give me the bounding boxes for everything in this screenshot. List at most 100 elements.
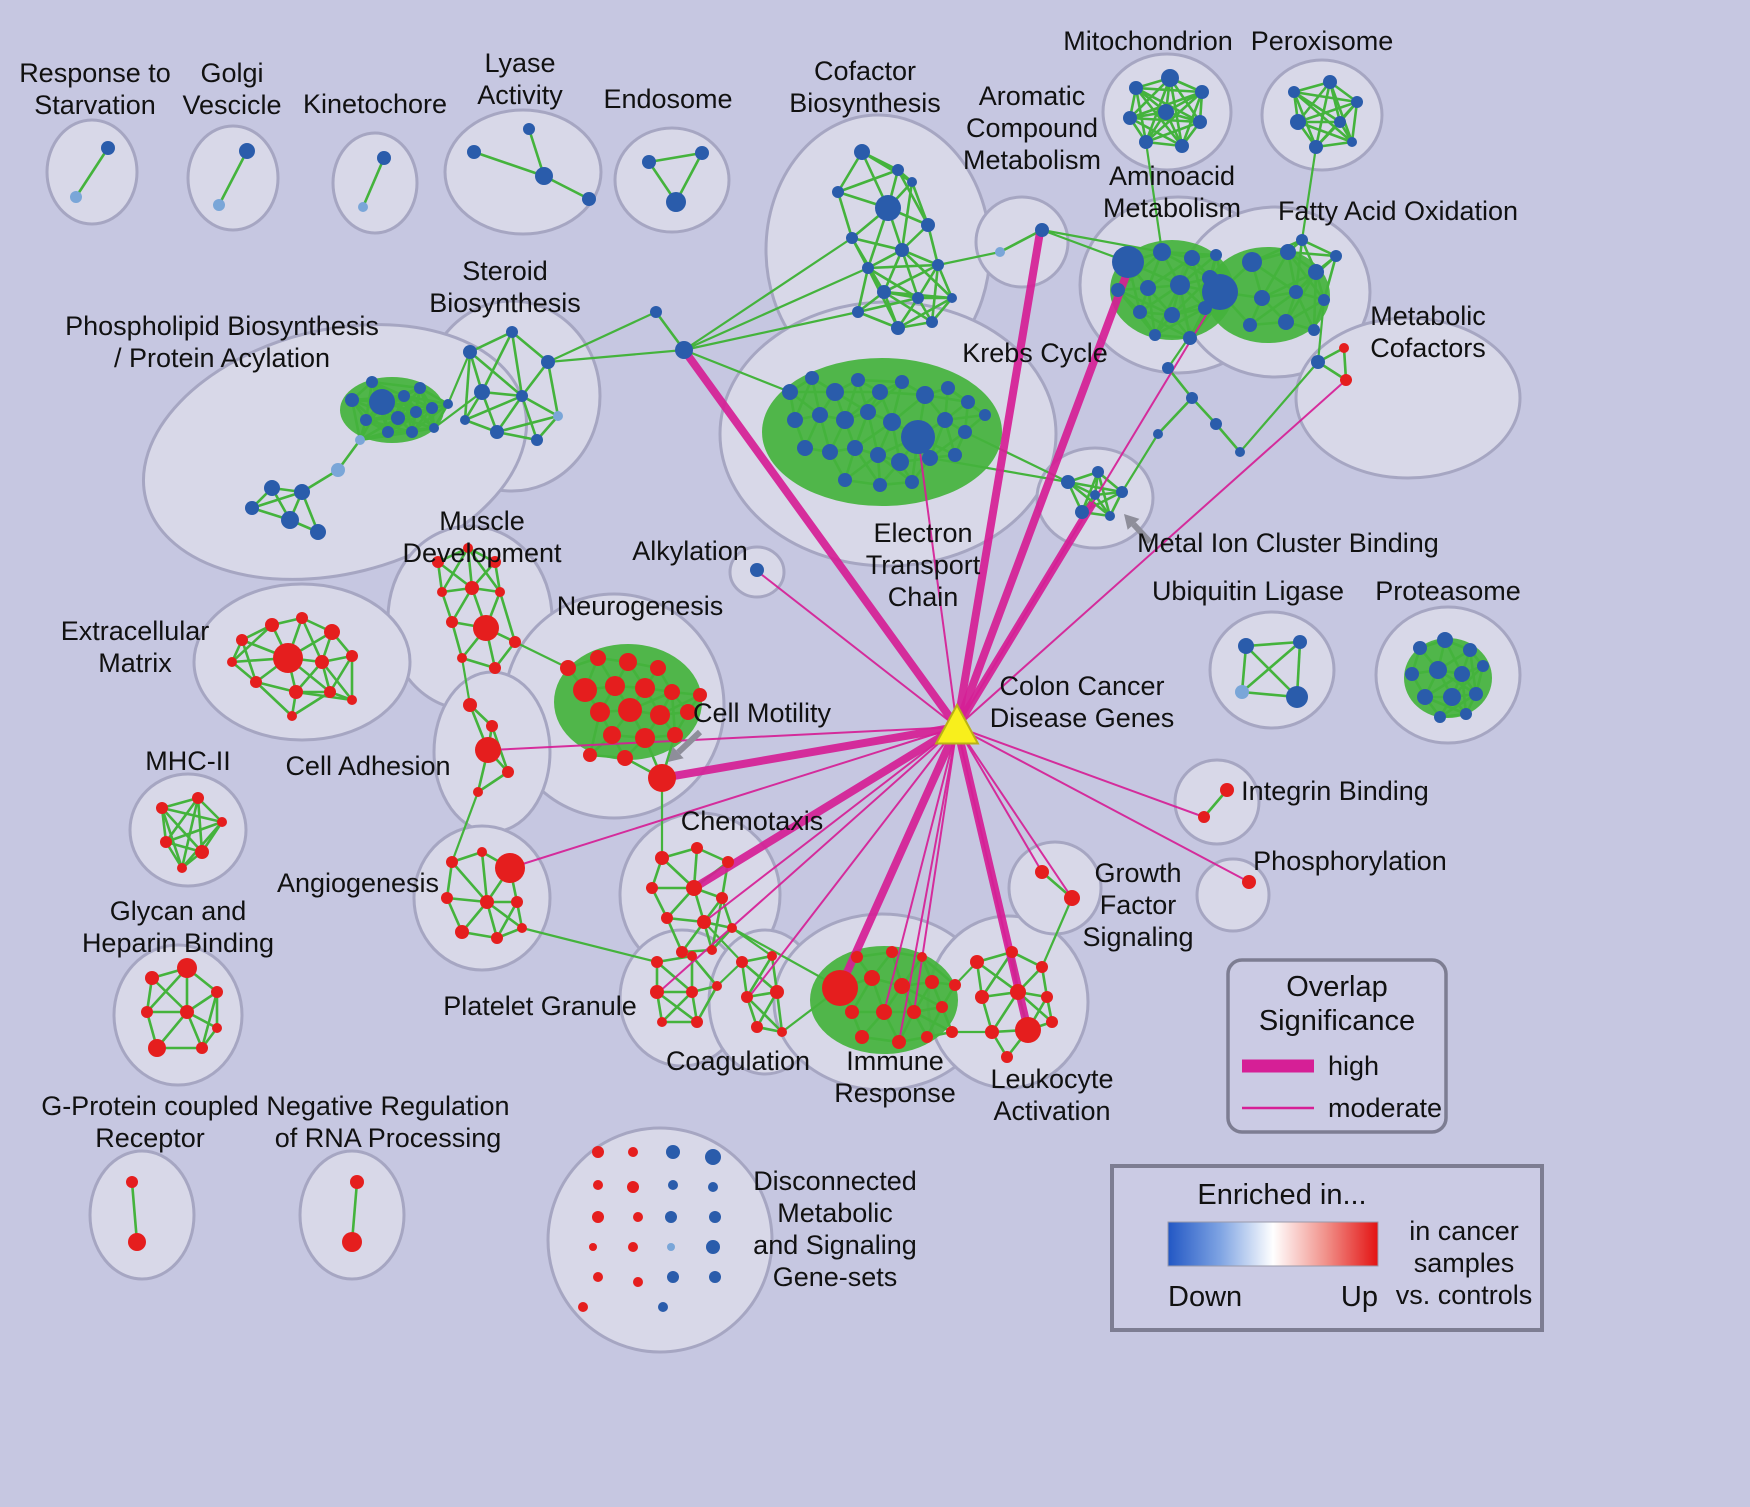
gene-set-node-extracellular-matrix (265, 618, 279, 632)
gene-set-node-leukocyte-activation (985, 1025, 999, 1039)
gene-set-node-cofactor-biosynthesis (892, 164, 904, 176)
gene-set-node-electron-transport-chain (958, 425, 972, 439)
gene-set-node-growth-factor-signaling (1035, 865, 1049, 879)
legend-significance-box (1226, 958, 1448, 1134)
gene-set-node-kinetochore (358, 202, 368, 212)
gene-set-node-electron-transport-chain (872, 384, 888, 400)
gene-set-edge (1284, 271, 1318, 323)
metal-ion-arrow-head (1124, 514, 1140, 530)
gene-set-edge (980, 951, 1014, 998)
gene-set-node-fatty-acid-oxidation (1330, 250, 1342, 262)
gene-set-node-metabolic-cofactors (1311, 355, 1325, 369)
gene-set-edge (1129, 77, 1171, 119)
inter-cluster-edge (1316, 299, 1326, 363)
gene-set-node-leukocyte-activation (1046, 1016, 1058, 1028)
gene-set-edge (217, 150, 249, 206)
gene-set-node-cell-adhesion (473, 787, 483, 797)
gene-set-edge (1129, 116, 1201, 124)
gene-set-edge (440, 547, 470, 593)
gene-set-node-disconnected-gene-sets (628, 1147, 638, 1157)
gene-set-edge (976, 960, 1019, 994)
gene-set-edge (1134, 87, 1184, 147)
gene-set-edge (837, 168, 899, 194)
gene-set-node-disconnected-gene-sets (708, 1182, 718, 1192)
gene-set-node-metal-ion-cluster-binding (1092, 466, 1104, 478)
cluster-label-metal-ion-cluster-binding: Metal Ion Cluster Binding (1137, 528, 1439, 558)
cluster-label-immune-response: Immune (846, 1046, 944, 1076)
gene-set-node-angiogenesis (477, 847, 487, 857)
gene-set-node-cofactor-biosynthesis (895, 243, 909, 257)
gene-set-node-electron-transport-chain (822, 444, 838, 460)
gene-set-edge (1161, 250, 1211, 280)
gene-set-edge (1245, 645, 1298, 698)
gene-set-node-electron-transport-chain (787, 412, 803, 428)
gene-set-edge (231, 624, 273, 663)
gene-set-edge (1145, 91, 1203, 143)
overlap-link-moderate (956, 726, 1073, 899)
gene-set-edge (1261, 270, 1317, 300)
gene-set-node-steroid-biosynthesis (474, 384, 490, 400)
gene-set-node-electron-transport-chain (873, 478, 887, 492)
cluster-label-disconnected-gene-sets: Gene-sets (773, 1262, 898, 1292)
gene-set-node-mitochondrion (1161, 69, 1179, 87)
gene-set-edge (130, 1181, 139, 1243)
cluster-label-extracellular-matrix: Matrix (98, 648, 172, 678)
overlap-link-moderate (917, 436, 958, 728)
gene-set-node-integrin-binding (1220, 783, 1234, 797)
gene-set-node-coagulation (767, 951, 777, 961)
gene-set-node-neurogenesis (618, 698, 642, 722)
gene-set-node-disconnected-gene-sets (709, 1271, 721, 1283)
gene-set-edge (161, 806, 223, 824)
overlap-link-moderate (913, 726, 958, 1013)
gene-set-node-mhc-ii (195, 845, 209, 859)
cluster-label-steroid-biosynthesis: Steroid (462, 256, 548, 286)
gene-set-node-peroxisome (1334, 116, 1346, 128)
gene-set-node-extracellular-matrix (324, 624, 340, 640)
gene-set-node-electron-transport-chain (979, 409, 991, 421)
gene-set-node-chemotaxis (655, 851, 669, 865)
gene-set-node-cofactor-biosynthesis (926, 316, 938, 328)
cluster-label-cofactor-biosynthesis: Cofactor (814, 56, 916, 86)
gene-set-node-neurogenesis (635, 678, 655, 698)
gene-set-edge (999, 228, 1043, 254)
overlap-link-moderate (748, 726, 958, 998)
legend-enrichment-title: Enriched in... (1197, 1179, 1366, 1211)
gene-set-node-fatty-acid-oxidation (1308, 264, 1324, 280)
inter-cluster-edge (683, 237, 853, 351)
layer-links (489, 231, 1347, 1043)
gene-set-node-muscle-development (465, 581, 479, 595)
gene-set-edge (521, 394, 559, 418)
gene-set-node-disconnected-gene-sets (592, 1146, 604, 1158)
overlap-link-moderate (489, 726, 958, 751)
cluster-label-g-protein-coupled-receptor: G-Protein coupled (41, 1091, 259, 1121)
overlap-link-high (836, 725, 961, 990)
gene-set-node-neurogenesis (590, 702, 610, 722)
gene-set-node-muscle-development (437, 587, 447, 597)
gene-set-edge (1171, 277, 1211, 316)
gene-set-node-proteasome (1413, 641, 1427, 655)
gene-set-edge (164, 797, 200, 843)
inter-cluster-edge (1040, 897, 1074, 968)
gene-set-node-mhc-ii (217, 817, 227, 827)
gene-set-edge (867, 263, 939, 270)
gene-set-node-neurogenesis (617, 750, 633, 766)
gene-set-edge (1154, 306, 1206, 337)
gene-set-node-disconnected-gene-sets (709, 1211, 721, 1223)
gene-set-node-electron-transport-chain (812, 407, 828, 423)
gene-set-node-cofactor-biosynthesis (854, 144, 870, 160)
gene-set-edge (1067, 480, 1111, 518)
gene-set-node-neurogenesis (560, 660, 576, 676)
gene-set-node-extracellular-matrix (346, 650, 358, 662)
gene-set-node-phospholipid-biosynthesis (426, 402, 438, 414)
cluster-label-disconnected-gene-sets: and Signaling (753, 1230, 917, 1260)
gene-set-edge (1117, 288, 1173, 317)
gene-set-node-aminoacid-metabolism (1112, 246, 1144, 278)
gene-set-node-phospholipid-biosynthesis (281, 511, 299, 529)
gene-set-node-peroxisome (1347, 137, 1357, 147)
gene-set-node-electron-transport-chain (826, 383, 844, 401)
gene-set-node-glycan-heparin-binding (212, 1023, 222, 1033)
gene-set-edge (520, 395, 539, 441)
gene-set-node-metabolic-cofactors (1339, 343, 1349, 353)
cluster-label-leukocyte-activation: Activation (993, 1096, 1110, 1126)
